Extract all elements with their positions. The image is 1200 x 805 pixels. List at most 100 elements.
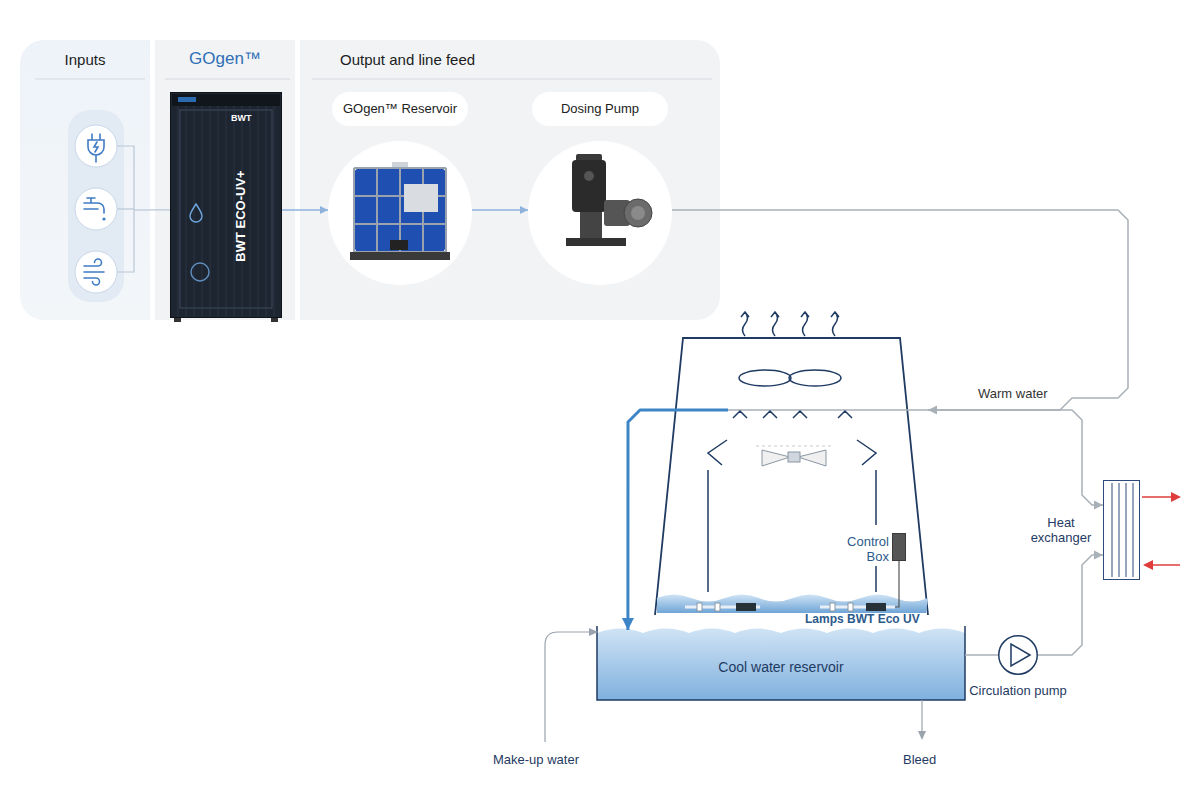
input-bracket [134, 209, 150, 210]
fill-line [756, 446, 832, 447]
pump-disc-center [631, 206, 645, 220]
product-circle: GOgen™ Reservoir [328, 141, 472, 285]
make-up-line [545, 632, 590, 742]
flow-connector [1038, 551, 1103, 656]
arrow-head [928, 406, 937, 415]
pump-bracket [580, 212, 602, 238]
ibc-plate [404, 184, 438, 212]
spray-header-pipe [728, 409, 928, 411]
cabinet-drop-logo [190, 204, 202, 222]
connector-line [1038, 555, 1103, 655]
hot-side-in [1152, 564, 1180, 566]
cold-water-pipe [655, 409, 728, 412]
section-heading: Output and line feed [340, 51, 640, 68]
pump-disc [624, 199, 652, 227]
power-icon [88, 134, 104, 162]
pump-head [604, 200, 630, 226]
inputs-column [68, 110, 124, 302]
cabinet-badge [191, 263, 209, 281]
gogen-cabinet: BWT BWT ECO-UV+ [170, 92, 282, 318]
cabinet-foot [271, 318, 278, 322]
ibc-valve [390, 240, 408, 250]
cabinet-display [178, 97, 196, 102]
lamp-ballast [866, 603, 886, 611]
shape-outline [655, 338, 928, 615]
arrow-head [520, 206, 528, 214]
control-wire [895, 561, 899, 607]
connector-line [672, 210, 1128, 410]
flow-connector [472, 206, 528, 214]
pump-motor [572, 160, 606, 212]
lamp-clip [697, 603, 702, 611]
section-panel: Output and line feedGOgen™ ReservoirDosi… [300, 40, 720, 320]
air-icon [84, 259, 104, 285]
circle-outline [999, 636, 1038, 675]
connector-line [472, 209, 528, 211]
header-rule [312, 79, 712, 80]
arrow-head [1171, 492, 1181, 502]
arrow-head [1094, 501, 1103, 510]
flow-connector [150, 209, 170, 210]
reservoir-label: Cool water reservoir [597, 659, 965, 675]
pump-cap [576, 154, 602, 162]
flow-connector [672, 210, 1128, 415]
flow-label: Bleed [903, 752, 936, 767]
arrow-head [589, 628, 598, 636]
heat-exchanger: Heat exchanger [1103, 480, 1140, 580]
flow-connector [928, 410, 1103, 510]
fill-media [762, 450, 826, 466]
section-heading: GOgen™ [155, 49, 295, 69]
pill-label: Dosing Pump [532, 92, 668, 126]
component-label: Circulation pump [968, 683, 1068, 698]
water-reservoir: Cool water reservoir [597, 630, 965, 700]
pill-label: GOgen™ Reservoir [332, 92, 468, 126]
lamp-clip [830, 603, 835, 611]
connector-line [628, 410, 655, 630]
arrow-head [622, 618, 634, 630]
lamp-clip [715, 603, 720, 611]
section-panel: Inputs [20, 40, 150, 320]
fan-blade [739, 370, 791, 386]
flow-label: Make-up water [493, 752, 579, 767]
bleed-line [921, 700, 922, 732]
cooling-tower: Lamps BWT Eco UVControl Box [655, 338, 928, 615]
input-bracket [117, 146, 134, 272]
pump-circle: Circulation pump [998, 635, 1038, 675]
reservoir-outline [597, 626, 965, 700]
tower-outline [655, 338, 928, 615]
exchanger-plates [1112, 483, 1133, 577]
hot-side-out [1142, 496, 1172, 498]
icon-circle [75, 125, 117, 167]
connector-line [282, 209, 328, 211]
section-panel: GOgen™ BWT BWT ECO-UV+ [155, 40, 295, 320]
arrow-head [1094, 551, 1103, 560]
drift-eliminator [708, 440, 727, 592]
water-drop [102, 217, 105, 220]
flow-connector [965, 654, 998, 655]
flow-connector [622, 410, 655, 630]
drift-eliminator [857, 440, 876, 592]
arrow-head [918, 731, 926, 740]
icon-circle [75, 188, 117, 230]
flow-connector [282, 206, 328, 214]
brand-text: BWT [231, 113, 271, 123]
control-box: Control Box [892, 533, 906, 561]
exhaust-arrows [741, 312, 839, 336]
connector-line [150, 209, 170, 210]
uv-lamp [820, 606, 895, 609]
product-circle: Dosing Pump [528, 141, 672, 285]
ibc-pallet [350, 252, 450, 260]
pump-base [566, 238, 626, 246]
pump-knob [584, 171, 594, 181]
water-tap-icon [84, 198, 104, 213]
model-text: BWT ECO-UV+ [233, 126, 249, 306]
icon-circle [75, 251, 117, 293]
connector-line [965, 654, 998, 656]
ibc-cage [354, 168, 446, 252]
spray-nozzles [733, 411, 852, 418]
pump-symbol [1011, 644, 1030, 666]
connector-line [928, 410, 1103, 505]
tower-basin-water [657, 595, 928, 614]
